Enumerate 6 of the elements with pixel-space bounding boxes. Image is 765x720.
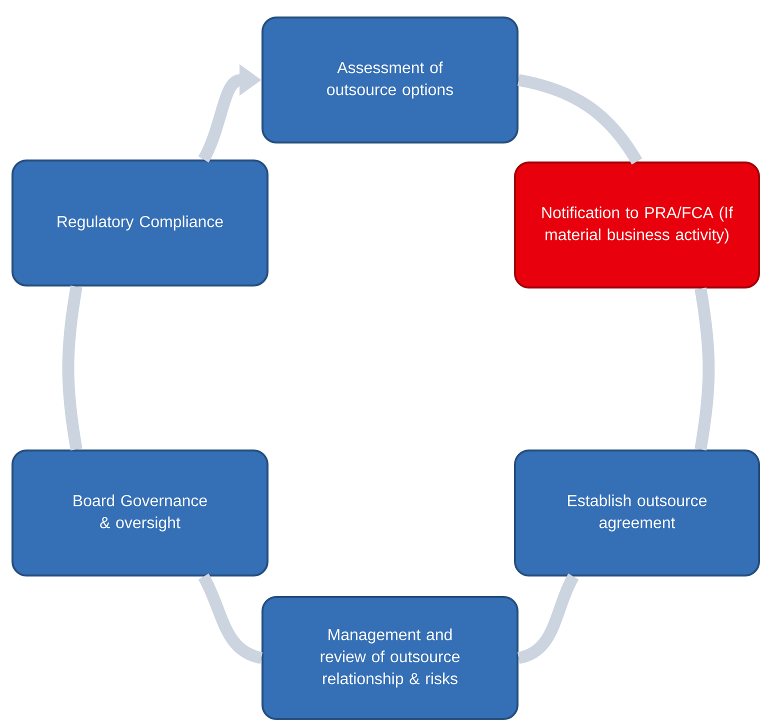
process-box: Board Governance & oversight — [12, 450, 268, 576]
process-box: Assessment of outsource options — [262, 16, 518, 144]
process-box: Regulatory Compliance — [12, 160, 268, 286]
process-box: Management and review of outsource relationship & risks — [262, 596, 518, 720]
process-box: Establish outsource agreement — [514, 450, 760, 576]
highlight-box: Notification to PRA/FCA (If material business activity) — [514, 162, 760, 288]
